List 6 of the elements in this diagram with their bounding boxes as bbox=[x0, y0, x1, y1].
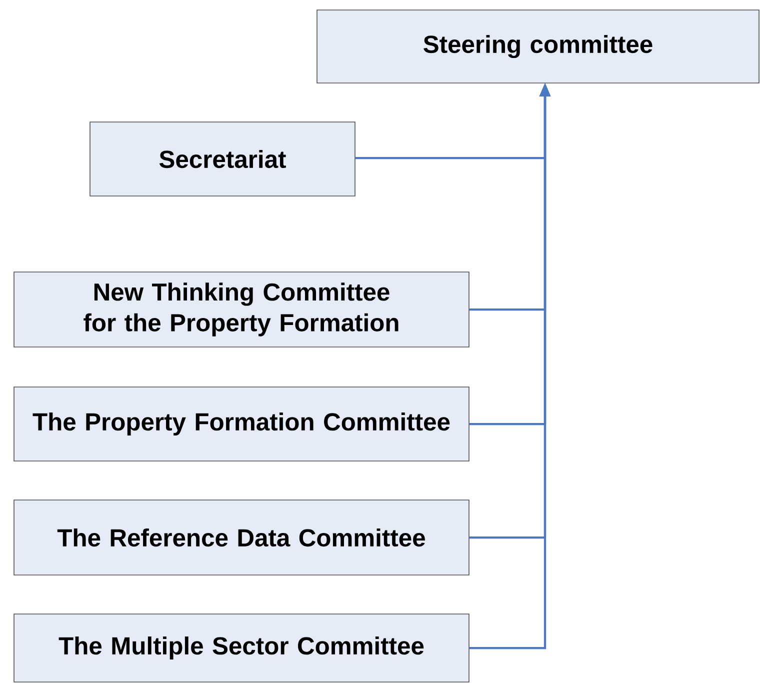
committee-box: The Multiple Sector Committee bbox=[14, 614, 470, 682]
committee-box: Secretariat bbox=[90, 122, 356, 196]
committee-box: New Thinking Committee for the Property Formation bbox=[14, 272, 470, 348]
committee-box: The Property Formation Committee bbox=[14, 386, 470, 462]
committee-box: Steering committee bbox=[316, 10, 760, 84]
committee-box: The Reference Data Committee bbox=[14, 500, 470, 576]
